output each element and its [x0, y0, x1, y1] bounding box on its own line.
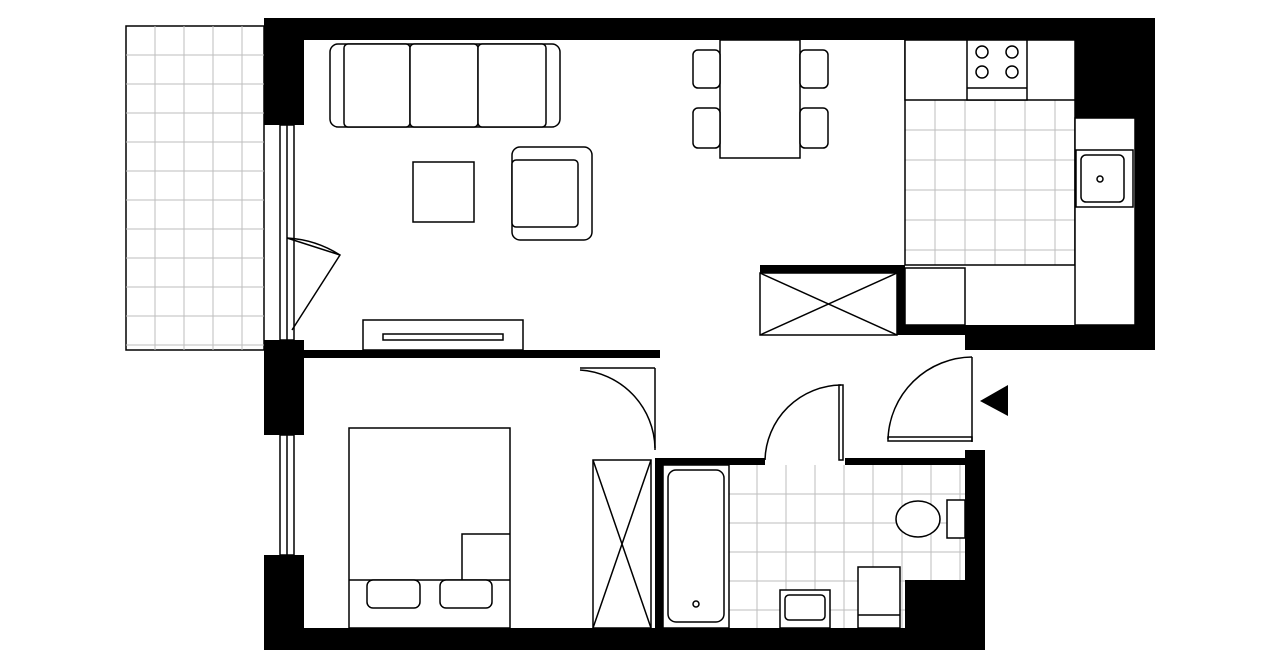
bedroom-door[interactable]	[579, 367, 656, 450]
balcony	[125, 25, 265, 351]
stove-icon	[966, 39, 1028, 101]
walls	[264, 18, 1155, 650]
armchair	[511, 146, 593, 241]
window-living[interactable]	[279, 124, 295, 341]
entrance-arrow-icon	[980, 385, 1008, 416]
entrance-door[interactable]	[887, 356, 973, 442]
balcony-door[interactable]	[286, 237, 342, 331]
bathroom-door[interactable]	[764, 384, 844, 461]
kitchen-sink-icon	[1075, 149, 1134, 208]
dining-table	[692, 39, 829, 159]
window-bedroom[interactable]	[279, 434, 295, 556]
balcony-tiles	[126, 26, 264, 350]
sofa	[329, 43, 561, 128]
bathroom-sink-icon	[779, 589, 831, 629]
bed	[348, 427, 511, 629]
bathtub	[662, 464, 730, 629]
fridge	[904, 267, 966, 326]
toilet-icon	[895, 499, 966, 539]
closet	[759, 272, 898, 336]
coffee-table	[412, 161, 475, 223]
tv-stand	[362, 319, 524, 351]
wardrobe	[592, 459, 652, 629]
washing-machine	[857, 566, 901, 629]
